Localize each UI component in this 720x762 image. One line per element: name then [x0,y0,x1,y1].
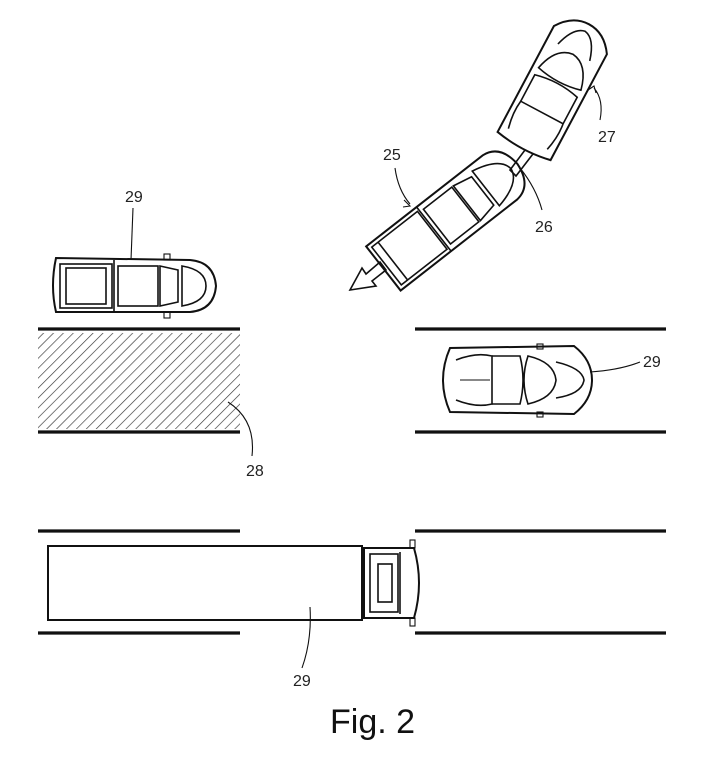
pickup-truck [53,254,216,318]
semi-truck [48,540,419,626]
sedan [443,344,592,417]
hatched-obstacle-area [38,333,240,429]
figure-caption: Fig. 2 [330,703,415,741]
label-tow-connection: 26 [535,219,553,236]
label-semi-truck: 29 [293,673,311,690]
label-towing-vehicle: 25 [383,147,401,164]
towing-truck [366,142,534,291]
label-obstacle-area: 28 [246,463,264,480]
label-towed-vehicle: 27 [598,129,616,146]
label-pickup-truck: 29 [125,189,143,206]
label-sedan: 29 [643,354,661,371]
